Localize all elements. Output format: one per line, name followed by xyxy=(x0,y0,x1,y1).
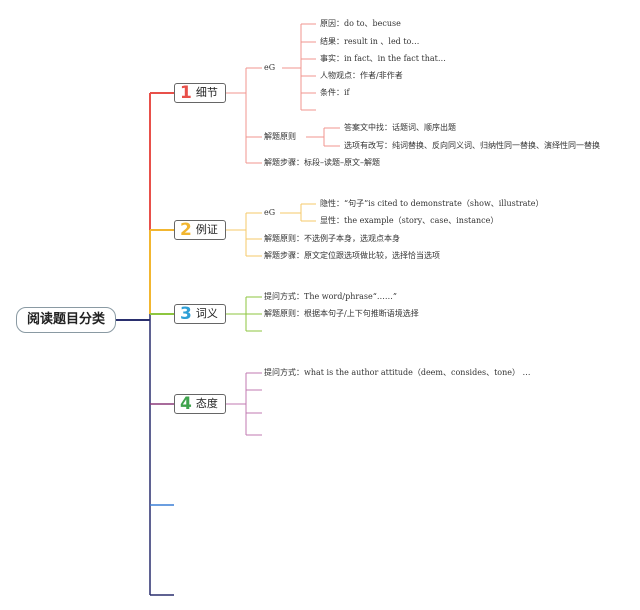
category-number: 2 xyxy=(180,220,192,240)
detail-principle-item: 选项有改写：纯词替换、反向同义词、归纳性同一替换、演绎性同一替换 xyxy=(344,141,600,150)
detail-steps: 解题步骤：标段–读题–原文–解题 xyxy=(264,158,380,167)
detail-principle-label: 解题原则 xyxy=(264,132,296,141)
vocab-question: 提问方式：The word/phrase“……” xyxy=(264,292,397,301)
category-number: 3 xyxy=(180,304,192,324)
root-node[interactable]: 阅读题目分类 xyxy=(16,307,116,333)
detail-eg-item: 原因：do to、becuse xyxy=(320,19,401,28)
category-number: 4 xyxy=(180,394,192,414)
detail-principle-item: 答案文中找：话题词、顺序出题 xyxy=(344,123,456,132)
category-label: 例证 xyxy=(195,223,218,236)
category-label: 态度 xyxy=(195,397,218,410)
detail-eg-label: eG xyxy=(264,63,276,72)
example-principle: 解题原则：不选例子本身，选观点本身 xyxy=(264,234,400,243)
attitude-question: 提问方式：what is the author attitude（deem、co… xyxy=(264,368,531,377)
detail-eg-item: 人物观点：作者/非作者 xyxy=(320,71,403,80)
category-label: 词义 xyxy=(195,307,218,320)
category-number: 1 xyxy=(180,83,192,103)
vocab-principle: 解题原则：根据本句子/上下句推断语境选择 xyxy=(264,309,419,318)
example-eg-label: eG xyxy=(264,208,276,217)
detail-eg-item: 结果：result in 、led to… xyxy=(320,37,420,46)
example-eg-item: 隐性：“句子”is cited to demonstrate（show、illu… xyxy=(320,199,544,208)
example-steps: 解题步骤：原文定位跟选项做比较，选择恰当选项 xyxy=(264,251,440,260)
example-eg-item: 显性：the example（story、case、instance） xyxy=(320,216,499,225)
category-label: 细节 xyxy=(195,86,218,99)
detail-eg-item: 事实：in fact、in the fact that… xyxy=(320,54,446,63)
detail-eg-item: 条件：if xyxy=(320,88,350,97)
